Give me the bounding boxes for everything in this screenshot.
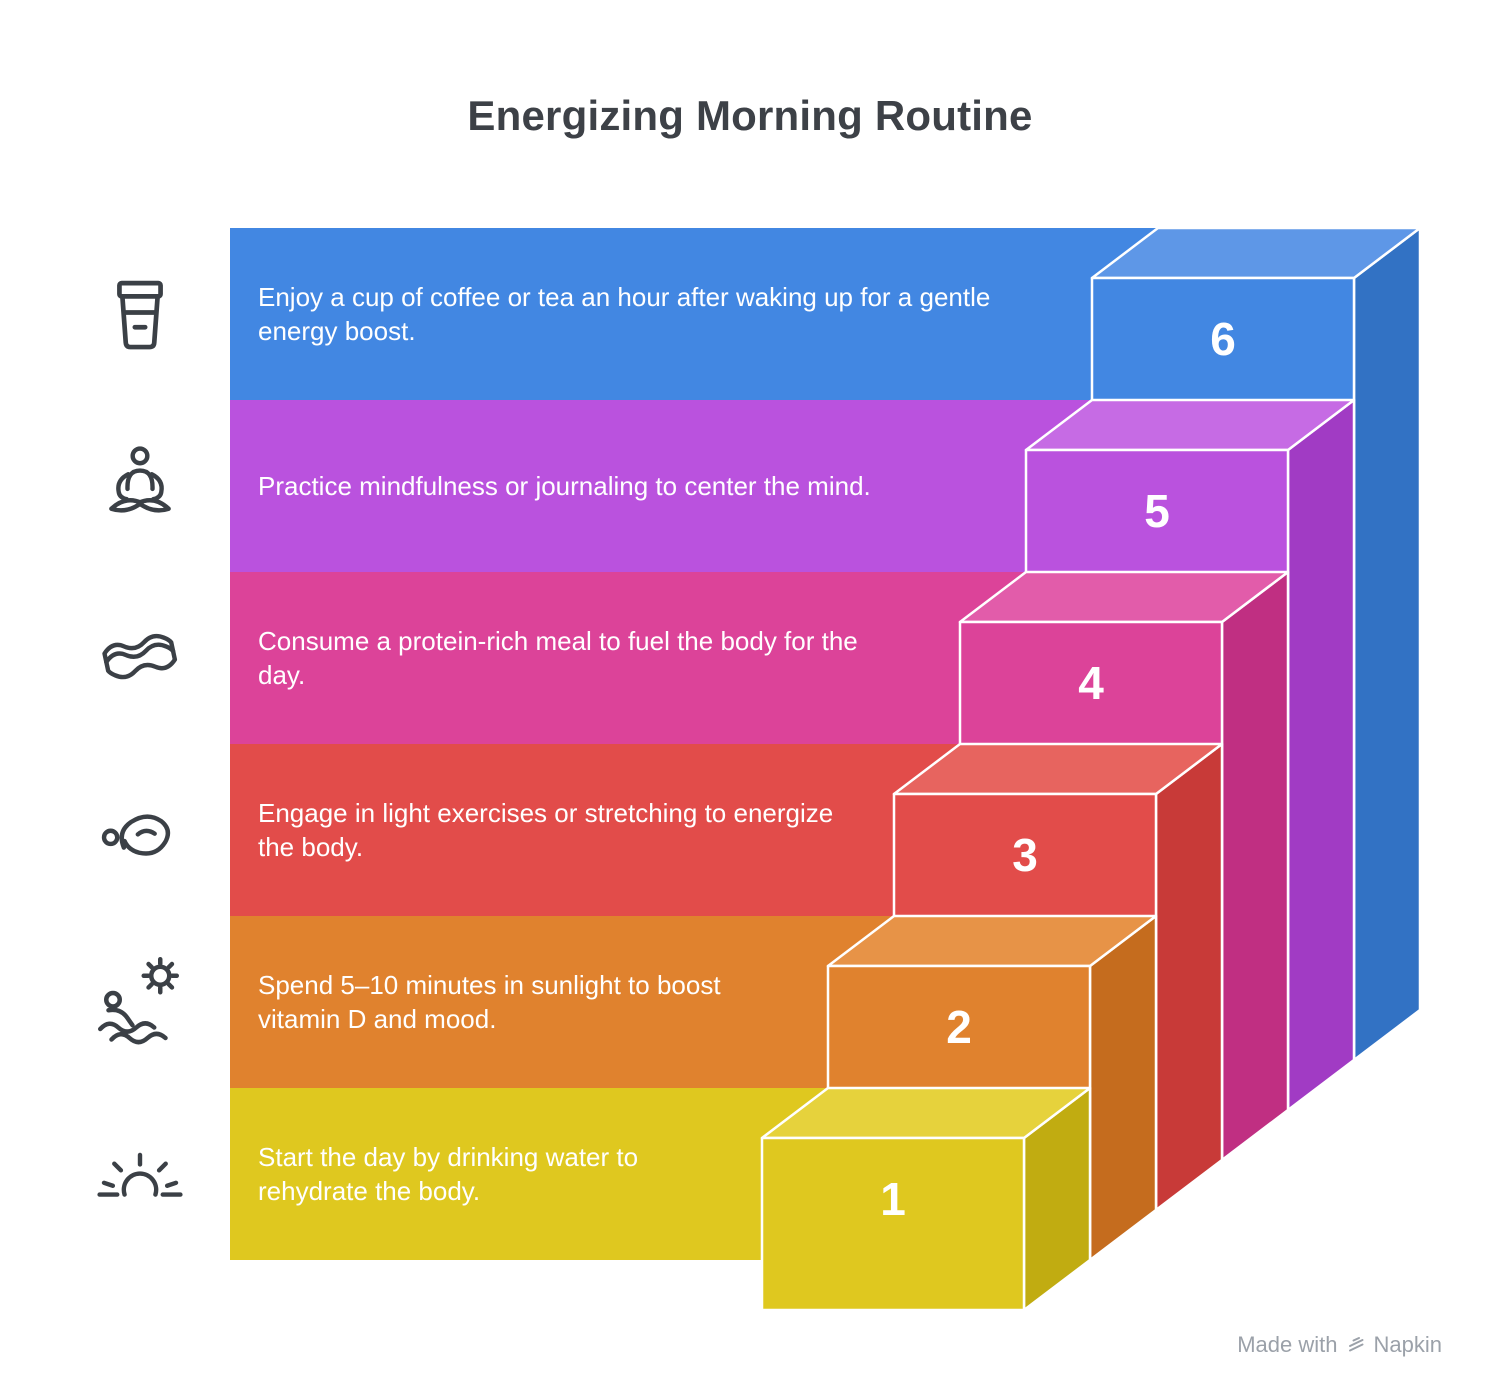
step-4-band: Consume a protein-rich meal to fuel the … [230, 572, 1026, 744]
step-3-band: Engage in light exercises or stretching … [230, 744, 960, 916]
step-1-band: Start the day by drinking water to rehyd… [230, 1088, 828, 1260]
step-5-band: Practice mindfulness or journaling to ce… [230, 400, 1092, 572]
routine-row-5: Practice mindfulness or journaling to ce… [0, 400, 1500, 572]
icon-box [86, 1088, 194, 1260]
sunrise-icon [97, 1152, 183, 1197]
icon-box [86, 400, 194, 572]
icon-box [86, 228, 194, 400]
attribution-brand: Napkin [1373, 1332, 1442, 1357]
step-1-description: Start the day by drinking water to rehyd… [258, 1141, 639, 1206]
routine-row-3: Engage in light exercises or stretching … [0, 744, 1500, 916]
routine-row-1: Start the day by drinking water to rehyd… [0, 1088, 1500, 1260]
icon-box [86, 744, 194, 916]
routine-row-2: Spend 5–10 minutes in sunlight to boost … [0, 916, 1500, 1088]
attribution: Made with Napkin [1237, 1332, 1442, 1358]
page-title: Energizing Morning Routine [467, 92, 1033, 139]
step-6-band: Enjoy a cup of coffee or tea an hour aft… [230, 228, 1158, 400]
routine-row-6: Enjoy a cup of coffee or tea an hour aft… [0, 228, 1500, 400]
routine-row-4: Consume a protein-rich meal to fuel the … [0, 572, 1500, 744]
step-5-description: Practice mindfulness or journaling to ce… [258, 470, 871, 501]
bacon-icon [102, 633, 178, 680]
step-2-band: Spend 5–10 minutes in sunlight to boost … [230, 916, 894, 1088]
step-2-description: Spend 5–10 minutes in sunlight to boost … [258, 969, 721, 1034]
step-6-description: Enjoy a cup of coffee or tea an hour aft… [258, 281, 991, 346]
stretching-icon [101, 814, 171, 856]
napkin-logo-icon [1348, 1337, 1364, 1352]
icon-box [86, 572, 194, 744]
coffee-cup-icon [117, 280, 163, 350]
sunlight-icon [98, 957, 179, 1045]
icon-box [86, 916, 194, 1088]
meditation-icon [109, 446, 171, 513]
attribution-prefix: Made with [1237, 1332, 1338, 1357]
step-3-description: Engage in light exercises or stretching … [258, 797, 834, 862]
step-4-description: Consume a protein-rich meal to fuel the … [258, 625, 858, 690]
